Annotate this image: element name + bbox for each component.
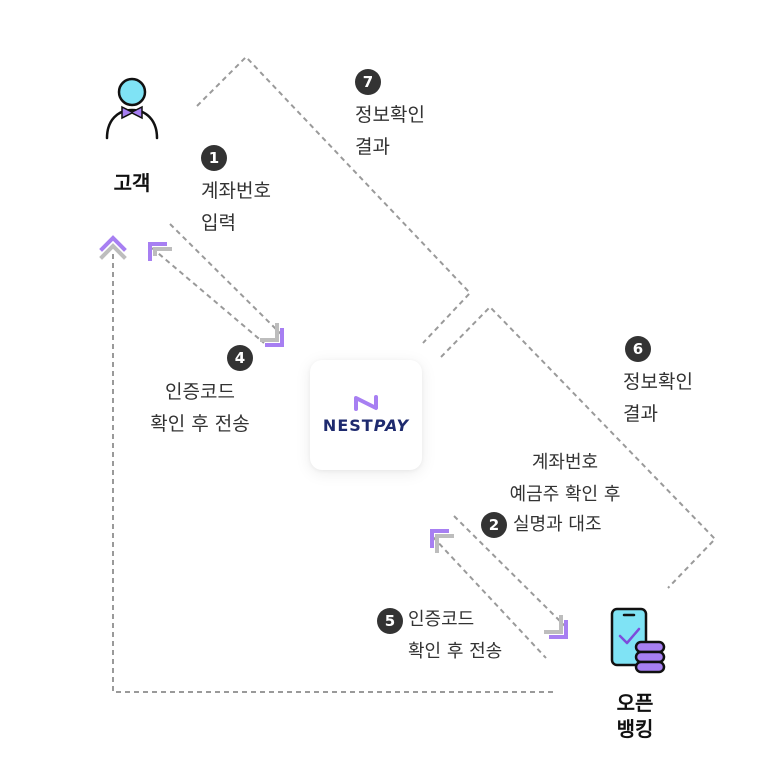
path-step6 xyxy=(440,305,717,589)
step-2-line3: 실명과 대조 xyxy=(513,514,602,535)
arrow-step2-end-icon xyxy=(549,620,568,639)
path-step1 xyxy=(169,223,286,339)
nestpay-wordmark: NESTPAY xyxy=(310,416,422,435)
open-banking-icon xyxy=(610,607,666,674)
step-4-line2: 확인 후 전송 xyxy=(150,413,250,435)
nestpay-wordmark-nest: NEST xyxy=(322,416,374,435)
step-4-line1: 인증코드 xyxy=(165,381,235,403)
nestpay-wordmark-pay: PAY xyxy=(373,416,410,435)
step-7-line1: 정보확인 xyxy=(355,104,425,126)
arrow-return-end-icon xyxy=(99,235,127,252)
path-step5 xyxy=(432,536,547,659)
step-2-text-top: 계좌번호 예금주 확인 후 xyxy=(490,447,640,511)
step-7-badge: 7 xyxy=(355,69,381,95)
nestpay-logo-icon xyxy=(354,395,378,411)
step-6-line1: 정보확인 xyxy=(623,371,693,393)
arrow-step1-end-icon xyxy=(265,328,284,347)
path-direct-return xyxy=(112,254,553,693)
step-4-badge: 4 xyxy=(227,345,253,371)
step-5-line1: 인증코드 xyxy=(408,609,475,630)
step-7-line2: 결과 xyxy=(355,136,390,158)
arrow-step2-end-shadow-icon xyxy=(544,615,563,634)
step-4-text: 인증코드 확인 후 전송 xyxy=(130,376,270,440)
step-6-badge: 6 xyxy=(625,336,651,362)
arrow-step1-end-shadow-icon xyxy=(260,323,279,342)
path-step4 xyxy=(151,247,265,344)
open-banking-label-line2: 뱅킹 xyxy=(616,717,654,741)
arrow-step4-end-icon xyxy=(148,242,167,261)
step-7-text: 정보확인 결과 xyxy=(355,99,425,163)
step-1-text: 계좌번호 입력 xyxy=(201,175,271,239)
step-2-badge: 2 xyxy=(481,512,507,538)
customer-icon xyxy=(105,77,159,140)
step-5-line2: 확인 후 전송 xyxy=(408,641,503,662)
step-1-badge: 1 xyxy=(201,145,227,171)
open-banking-label: 오픈 뱅킹 xyxy=(600,690,670,742)
step-2-line2: 예금주 확인 후 xyxy=(509,484,621,505)
arrow-step4-end-shadow-icon xyxy=(153,247,172,256)
customer-label: 고객 xyxy=(113,171,151,195)
arrow-step5-end-icon xyxy=(430,529,449,548)
step-2-line1: 계좌번호 xyxy=(531,452,599,473)
nestpay-card: NESTPAY xyxy=(310,360,422,470)
arrow-step5-end-shadow-icon xyxy=(435,534,454,553)
arrow-return-end-shadow-icon xyxy=(99,243,127,260)
step-6-text: 정보확인 결과 xyxy=(623,366,693,430)
step-1-line2: 입력 xyxy=(201,212,236,234)
step-6-line2: 결과 xyxy=(623,403,658,425)
open-banking-label-line1: 오픈 xyxy=(616,691,654,715)
step-5-badge: 5 xyxy=(377,608,403,634)
step-1-line1: 계좌번호 xyxy=(201,180,271,202)
